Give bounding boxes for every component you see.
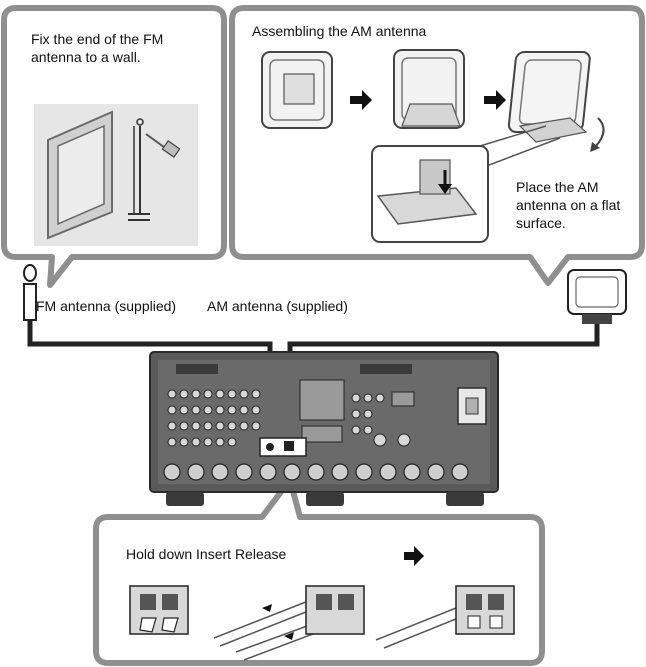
am-antenna-step-3 xyxy=(507,51,605,152)
am-placement-instruction: Place the AM antenna on a flat surface. xyxy=(516,179,621,231)
am-assembly-title: Assembling the AM antenna xyxy=(252,23,427,39)
receiver-rear-panel xyxy=(149,351,499,506)
terminal-hold-down xyxy=(129,585,189,635)
terminal-insert-wires xyxy=(213,585,365,661)
am-antenna-label: AM antenna (supplied) xyxy=(207,298,348,314)
am-antenna-step-1 xyxy=(261,51,333,129)
am-antenna-step-2 xyxy=(393,49,465,129)
arrow-step-insert xyxy=(404,546,424,566)
terminal-released xyxy=(375,585,515,649)
fm-antenna-label: FM antenna (supplied) xyxy=(36,298,177,314)
arrow-step-1 xyxy=(350,90,372,110)
speaker-callout-frame xyxy=(93,477,545,666)
am-stand-detail xyxy=(371,125,561,243)
antenna-terminal xyxy=(259,437,307,457)
fm-instruction-text: Fix the end of the FM antenna to a wall. xyxy=(31,31,164,65)
fm-wall-illustration xyxy=(34,104,198,246)
arrow-step-2 xyxy=(484,90,506,110)
speaker-steps-label: Hold down Insert Release xyxy=(126,546,287,562)
